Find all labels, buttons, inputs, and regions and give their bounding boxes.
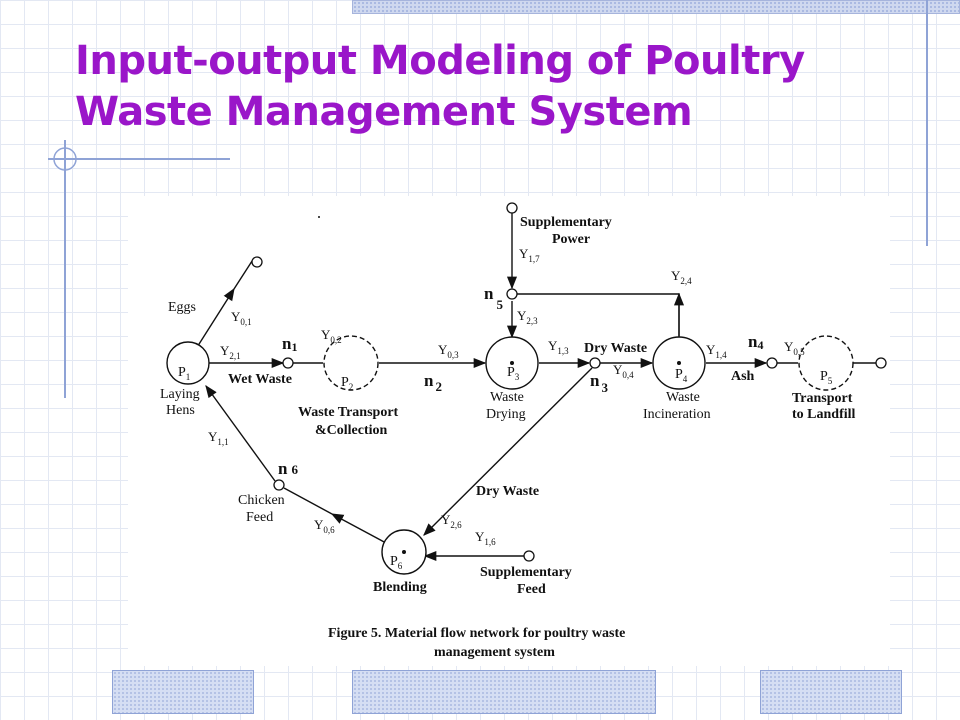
process-p2-circle <box>323 335 379 391</box>
flow-y02: Y0,2 <box>321 327 342 345</box>
p1-label: P1 <box>178 365 190 382</box>
material-supp-power-1: Supplementary <box>520 215 612 230</box>
p4-name-line1: Waste <box>666 390 700 405</box>
material-supp-feed-2: Feed <box>517 582 546 597</box>
node-n3 <box>589 357 601 369</box>
p4-name-line2: Incineration <box>643 407 711 422</box>
terminal-supp-feed <box>523 550 535 562</box>
flow-network-diagram: P1 Laying Hens P2 Waste Transport &Colle… <box>160 202 887 660</box>
flow-y21: Y2,1 <box>220 343 241 361</box>
material-supp-power-2: Power <box>552 232 590 247</box>
bottom-decor-box-2 <box>352 670 656 714</box>
p2-name-line1: Waste Transport <box>298 405 399 420</box>
figure-caption-line1: Figure 5. Material flow network for poul… <box>328 626 625 641</box>
flow-y06: Y0,6 <box>314 517 335 535</box>
material-chicken-feed-1: Chicken <box>238 493 285 508</box>
terminal-supp-power <box>506 202 518 214</box>
material-wet-waste: Wet Waste <box>228 372 292 387</box>
flow-y13: Y1,3 <box>548 338 569 356</box>
flow-y17: Y1,7 <box>519 246 540 264</box>
edge-dry-waste-blend <box>423 367 593 536</box>
p2-name-line2: &Collection <box>315 423 388 438</box>
flow-y11: Y1,1 <box>208 429 229 447</box>
p6-name-line1: Blending <box>373 580 427 595</box>
material-flow-figure: P1 Laying Hens P2 Waste Transport &Colle… <box>128 196 890 666</box>
terminal-eggs <box>251 256 263 268</box>
terminal-landfill <box>875 357 887 369</box>
material-eggs: Eggs <box>168 300 196 315</box>
top-decor-bar <box>352 0 960 14</box>
material-dry-waste-top: Dry Waste <box>584 341 647 356</box>
material-ash: Ash <box>731 369 755 384</box>
p1-name-line1: Laying <box>160 387 200 402</box>
flow-y23: Y2,3 <box>517 308 538 326</box>
p5-name-line1: Transport <box>792 391 853 406</box>
node-n5 <box>506 288 518 300</box>
node-n1 <box>282 357 294 369</box>
process-p5-circle <box>798 335 854 391</box>
flow-y04: Y0,4 <box>613 362 634 380</box>
material-supp-feed-1: Supplementary <box>480 565 572 580</box>
flow-y03: Y0,3 <box>438 342 459 360</box>
corner-circle-ornament <box>53 147 77 171</box>
right-decor-line <box>926 0 928 246</box>
edge-chicken-feed-tail <box>283 487 333 515</box>
p3-label: P3 <box>507 365 520 382</box>
p5-name-line2: to Landfill <box>792 407 856 422</box>
n4-label: n4 <box>748 332 763 352</box>
flow-y05: Y0,5 <box>784 339 805 357</box>
p1-name-line2: Hens <box>166 403 195 418</box>
p3-name-line2: Drying <box>486 407 526 422</box>
p2-label: P2 <box>341 375 353 392</box>
flow-y24: Y2,4 <box>671 268 692 286</box>
flow-y01: Y0,1 <box>231 309 252 327</box>
flow-y26: Y2,6 <box>441 512 462 530</box>
slide-title: Input-output Modeling of Poultry Waste M… <box>75 38 805 135</box>
p3-name-line1: Waste <box>490 390 524 405</box>
node-n6 <box>273 479 285 491</box>
p5-label: P5 <box>820 369 833 386</box>
bottom-decor-box-3 <box>760 670 902 714</box>
title-underline <box>48 158 230 160</box>
material-dry-waste-diag: Dry Waste <box>476 484 539 499</box>
n5-label: n5 <box>484 284 503 312</box>
process-p1-circle <box>166 341 210 385</box>
figure-caption-line2: management system <box>434 645 555 660</box>
n1-label: n1 <box>282 334 297 354</box>
p4-label: P4 <box>675 367 688 384</box>
left-decor-line <box>64 140 66 398</box>
material-chicken-feed-2: Feed <box>246 510 273 525</box>
flow-y14: Y1,4 <box>706 342 727 360</box>
edge-eggs-tail <box>233 257 255 290</box>
node-n4 <box>766 357 778 369</box>
p6-label: P6 <box>390 554 403 571</box>
edge-n5-p4 <box>517 293 680 337</box>
bottom-decor-box-1 <box>112 670 254 714</box>
edge-chicken-feed <box>330 513 387 544</box>
edge-feed-to-hens <box>205 384 276 482</box>
flow-y16: Y1,6 <box>475 529 496 547</box>
